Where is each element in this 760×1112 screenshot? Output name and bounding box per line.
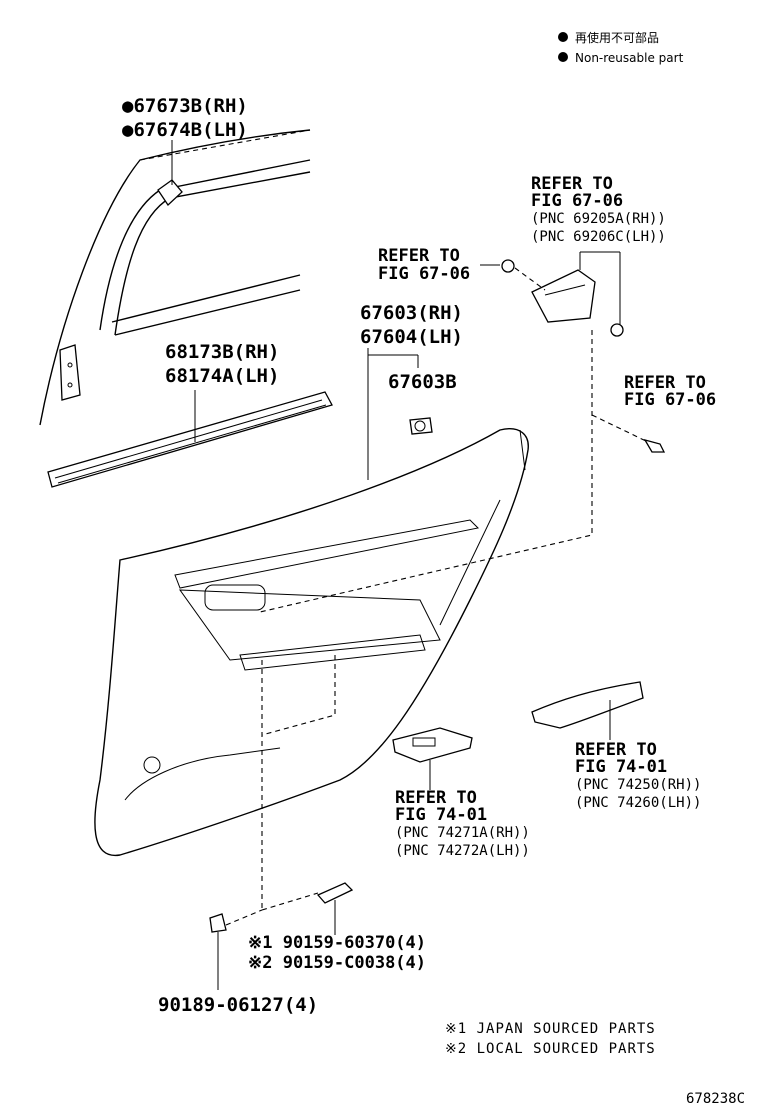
label-67674b: ●67674B(LH)	[122, 119, 248, 141]
ref5-line2: FIG 74-01	[575, 757, 667, 777]
door-frame	[39, 129, 311, 426]
figure-id: 678238C	[686, 1091, 745, 1107]
weatherstrip-68173b	[47, 391, 333, 488]
ref1-line1: REFER TO	[378, 246, 460, 266]
ref2-line2: FIG 67-06	[531, 191, 623, 211]
ref1-line2: FIG 67-06	[378, 264, 470, 284]
ref3-line2: FIG 67-06	[624, 390, 716, 410]
label-68174a: 68174A(LH)	[165, 365, 279, 387]
screw-67603b	[409, 417, 433, 435]
dashed-lines	[225, 267, 649, 926]
ref2-line1: REFER TO	[531, 174, 613, 194]
label-90159-60370: ※1 90159-60370(4)	[248, 933, 426, 953]
label-90159-c0038: ※2 90159-C0038(4)	[248, 953, 426, 973]
label-67604: 67604(LH)	[360, 326, 463, 348]
ref3-line1: REFER TO	[624, 373, 706, 393]
label-67603: 67603(RH)	[360, 302, 463, 324]
door-trim-panel	[94, 428, 529, 856]
ref4-line1: REFER TO	[395, 788, 477, 808]
ref5-line1: REFER TO	[575, 740, 657, 760]
leader-lines	[171, 140, 621, 990]
ref2-line4: (PNC 69206C(LH))	[531, 229, 666, 245]
label-68173b: 68173B(RH)	[165, 341, 279, 363]
label-90189: 90189-06127(4)	[158, 994, 318, 1016]
ref4-line2: FIG 74-01	[395, 805, 487, 825]
inside-handle	[531, 269, 624, 337]
screw-ref3	[643, 438, 666, 453]
label-67603b: 67603B	[388, 371, 457, 393]
ref4-line3: (PNC 74271A(RH))	[395, 825, 530, 841]
ref5-line4: (PNC 74260(LH))	[575, 795, 701, 811]
legend-dot-en	[558, 52, 568, 62]
ref4-line4: (PNC 74272A(LH))	[395, 843, 530, 859]
bolt-90159	[316, 882, 354, 904]
legend-jp: 再使用不可部品	[575, 30, 659, 45]
screw-ref1	[501, 259, 515, 273]
ref5-line3: (PNC 74250(RH))	[575, 777, 701, 793]
armrest-base	[531, 681, 644, 729]
note-japan: ※1 JAPAN SOURCED PARTS	[445, 1021, 656, 1037]
ref2-line3: (PNC 69205A(RH))	[531, 211, 666, 227]
note-local: ※2 LOCAL SOURCED PARTS	[445, 1041, 656, 1057]
label-67673b: ●67673B(RH)	[122, 95, 248, 117]
clip-90189	[209, 913, 227, 933]
legend-en: Non-reusable part	[575, 51, 684, 65]
legend-dot-jp	[558, 32, 568, 42]
window-switch	[392, 727, 473, 763]
